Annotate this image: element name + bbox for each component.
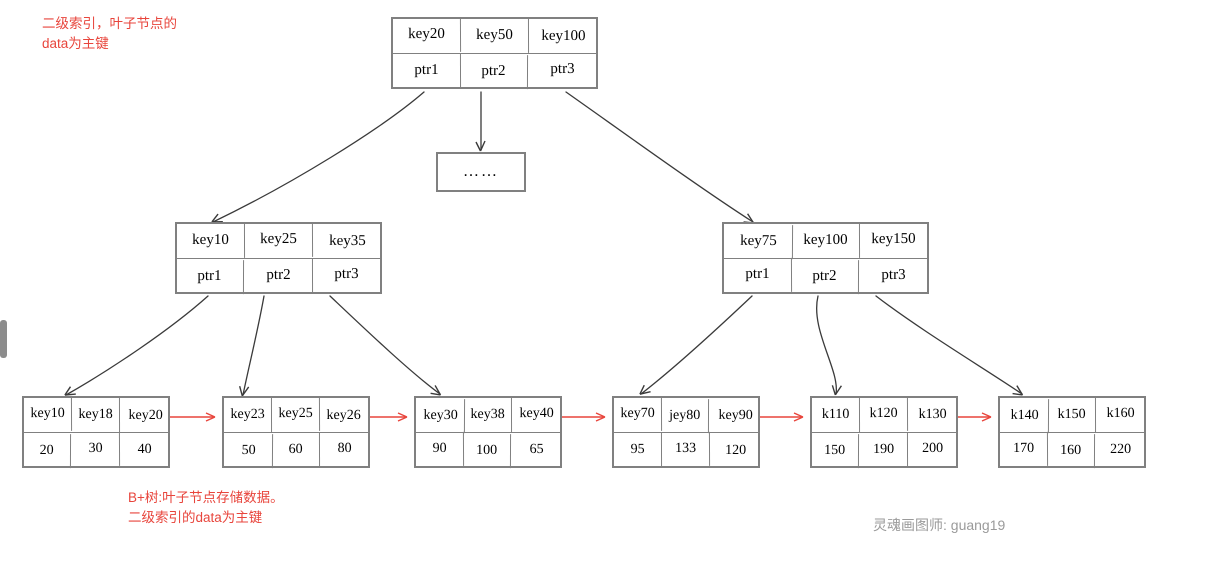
leaf-data-row: 90 100 65 xyxy=(415,431,560,468)
leaf-data-cell: 50 xyxy=(224,433,274,468)
internal-node-right[interactable]: key75 key100 key150 ptr1 ptr2 ptr3 xyxy=(722,222,929,294)
internal-node-left[interactable]: key10 key25 key35 ptr1 ptr2 ptr3 xyxy=(175,222,382,294)
leaf-data-cell: 60 xyxy=(272,432,321,467)
leaf-key-cell: key40 xyxy=(519,405,554,421)
edge-internal-right-to-leaf-5 xyxy=(816,295,842,396)
leaf-data-cell: 133 xyxy=(662,431,711,466)
leaf-key-cell: key30 xyxy=(416,398,466,433)
leaf-keys-row: k140 k150 k160 xyxy=(1000,397,1144,433)
leaf-data-cell: 220 xyxy=(1109,441,1131,457)
leaf-keys-row: k110 k120 k130 xyxy=(811,396,956,433)
leaf-key-cell: key70 xyxy=(613,396,663,431)
leaf-key-cell: key26 xyxy=(326,407,361,423)
leaf-data-row: 50 60 80 xyxy=(224,432,368,468)
internal-left-ptr-cell-3: ptr3 xyxy=(334,265,359,282)
leaf-data-cell: 20 xyxy=(22,433,72,468)
internal-right-ptr-cell-3: ptr3 xyxy=(881,266,906,283)
leaf-key-cell: key20 xyxy=(128,407,163,423)
root-ptr-cell-2: ptr2 xyxy=(459,54,529,89)
annotation-top-left: 二级索引，叶子节点的 data为主键 xyxy=(42,16,177,52)
leaf-data-cell: 170 xyxy=(999,431,1049,466)
leaf-data-cell: 30 xyxy=(72,431,121,466)
ellipsis-node[interactable]: …… xyxy=(436,152,526,192)
leaf-data-row: 95 133 120 xyxy=(613,431,758,467)
root-key-cell-1: key20 xyxy=(392,17,462,52)
leaf-node[interactable]: k110 k120 k130 150 190 200 xyxy=(810,396,958,468)
leaf-data-cell: 100 xyxy=(463,433,512,468)
edge-internal-left-to-leaf-1 xyxy=(64,295,209,396)
leaf-key-cell: k160 xyxy=(1106,405,1135,421)
leaf-data-row: 170 160 220 xyxy=(999,431,1144,468)
leaf-key-cell: key10 xyxy=(23,396,73,431)
internal-right-key-cell-2: key100 xyxy=(791,223,861,258)
root-node-keys-row: key20 key50 key100 xyxy=(392,17,596,54)
leaf-keys-row: key70 jey80 key90 xyxy=(613,396,758,433)
root-node-pointers-row: ptr1 ptr2 ptr3 xyxy=(392,53,596,89)
annotation-bottom-left: B+树:叶子节点存储数据。 二级索引的data为主键 xyxy=(128,490,284,526)
root-ptr-cell-3: ptr3 xyxy=(550,60,575,77)
leaf-data-cell: 200 xyxy=(921,440,943,456)
root-key-cell-3: key100 xyxy=(541,28,586,45)
internal-left-pointers-row: ptr1 ptr2 ptr3 xyxy=(175,258,380,294)
edge-root-to-internal-right xyxy=(565,91,755,224)
page-scrollbar-thumb[interactable] xyxy=(0,320,7,358)
ellipsis-label: …… xyxy=(463,163,499,180)
leaf-key-cell: key18 xyxy=(72,397,121,432)
leaf-data-cell: 65 xyxy=(529,441,544,457)
internal-left-ptr-cell-1: ptr1 xyxy=(175,259,245,294)
leaf-key-cell: key23 xyxy=(223,397,273,432)
leaf-data-cell: 150 xyxy=(810,433,860,468)
edge-internal-right-to-leaf-4 xyxy=(639,295,753,395)
internal-left-key-cell-2: key25 xyxy=(244,222,314,257)
leaf-data-cell: 80 xyxy=(337,440,352,456)
leaf-node[interactable]: key30 key38 key40 90 100 65 xyxy=(414,396,562,468)
leaf-key-cell: key25 xyxy=(272,396,321,431)
leaf-keys-row: key10 key18 key20 xyxy=(23,396,168,433)
root-node[interactable]: key20 key50 key100 ptr1 ptr2 ptr3 xyxy=(391,17,598,89)
internal-left-key-cell-3: key35 xyxy=(329,233,366,250)
internal-right-key-cell-1: key75 xyxy=(724,224,794,259)
internal-left-keys-row: key10 key25 key35 xyxy=(176,222,380,259)
leaf-keys-row: key23 key25 key26 xyxy=(223,396,368,433)
edge-internal-left-to-leaf-3 xyxy=(329,295,442,396)
leaf-key-cell: k150 xyxy=(1048,397,1097,432)
leaf-data-cell: 120 xyxy=(724,442,746,458)
leaf-key-cell: k120 xyxy=(860,396,909,431)
internal-right-ptr-cell-2: ptr2 xyxy=(790,259,860,294)
edge-internal-right-to-leaf-6 xyxy=(875,295,1024,396)
internal-right-pointers-row: ptr1 ptr2 ptr3 xyxy=(723,257,927,294)
edge-root-to-internal-left xyxy=(211,91,425,223)
leaf-data-cell: 190 xyxy=(860,432,909,467)
root-ptr-cell-1: ptr1 xyxy=(392,53,462,88)
leaf-data-row: 20 30 40 xyxy=(22,431,168,468)
author-signature: 灵魂画图师: guang19 xyxy=(873,517,1006,533)
leaf-key-cell: key38 xyxy=(464,397,513,432)
leaf-node[interactable]: key70 jey80 key90 95 133 120 xyxy=(612,396,760,468)
leaf-key-cell: jey80 xyxy=(661,398,710,433)
leaf-key-cell: k140 xyxy=(1000,398,1050,433)
leaf-key-cell: k110 xyxy=(811,397,861,432)
internal-right-ptr-cell-1: ptr1 xyxy=(723,257,793,292)
internal-left-ptr-cell-2: ptr2 xyxy=(244,258,314,293)
leaf-data-cell: 95 xyxy=(613,432,663,467)
leaf-node[interactable]: k140 k150 k160 170 160 220 xyxy=(998,396,1146,468)
leaf-data-cell: 40 xyxy=(137,441,152,457)
root-key-cell-2: key50 xyxy=(460,18,530,53)
edge-internal-left-to-leaf-2 xyxy=(238,295,265,397)
leaf-data-row: 150 190 200 xyxy=(810,432,956,468)
leaf-data-cell: 160 xyxy=(1047,433,1096,468)
internal-right-key-cell-3: key150 xyxy=(871,231,916,248)
leaf-key-cell: k130 xyxy=(918,406,947,422)
internal-right-keys-row: key75 key100 key150 xyxy=(724,223,927,259)
leaf-node[interactable]: key10 key18 key20 20 30 40 xyxy=(22,396,170,468)
leaf-data-cell: 90 xyxy=(415,431,465,466)
leaf-node[interactable]: key23 key25 key26 50 60 80 xyxy=(222,396,370,468)
leaf-keys-row: key30 key38 key40 xyxy=(416,397,560,433)
internal-left-key-cell-1: key10 xyxy=(176,223,246,258)
leaf-key-cell: key90 xyxy=(718,407,753,423)
